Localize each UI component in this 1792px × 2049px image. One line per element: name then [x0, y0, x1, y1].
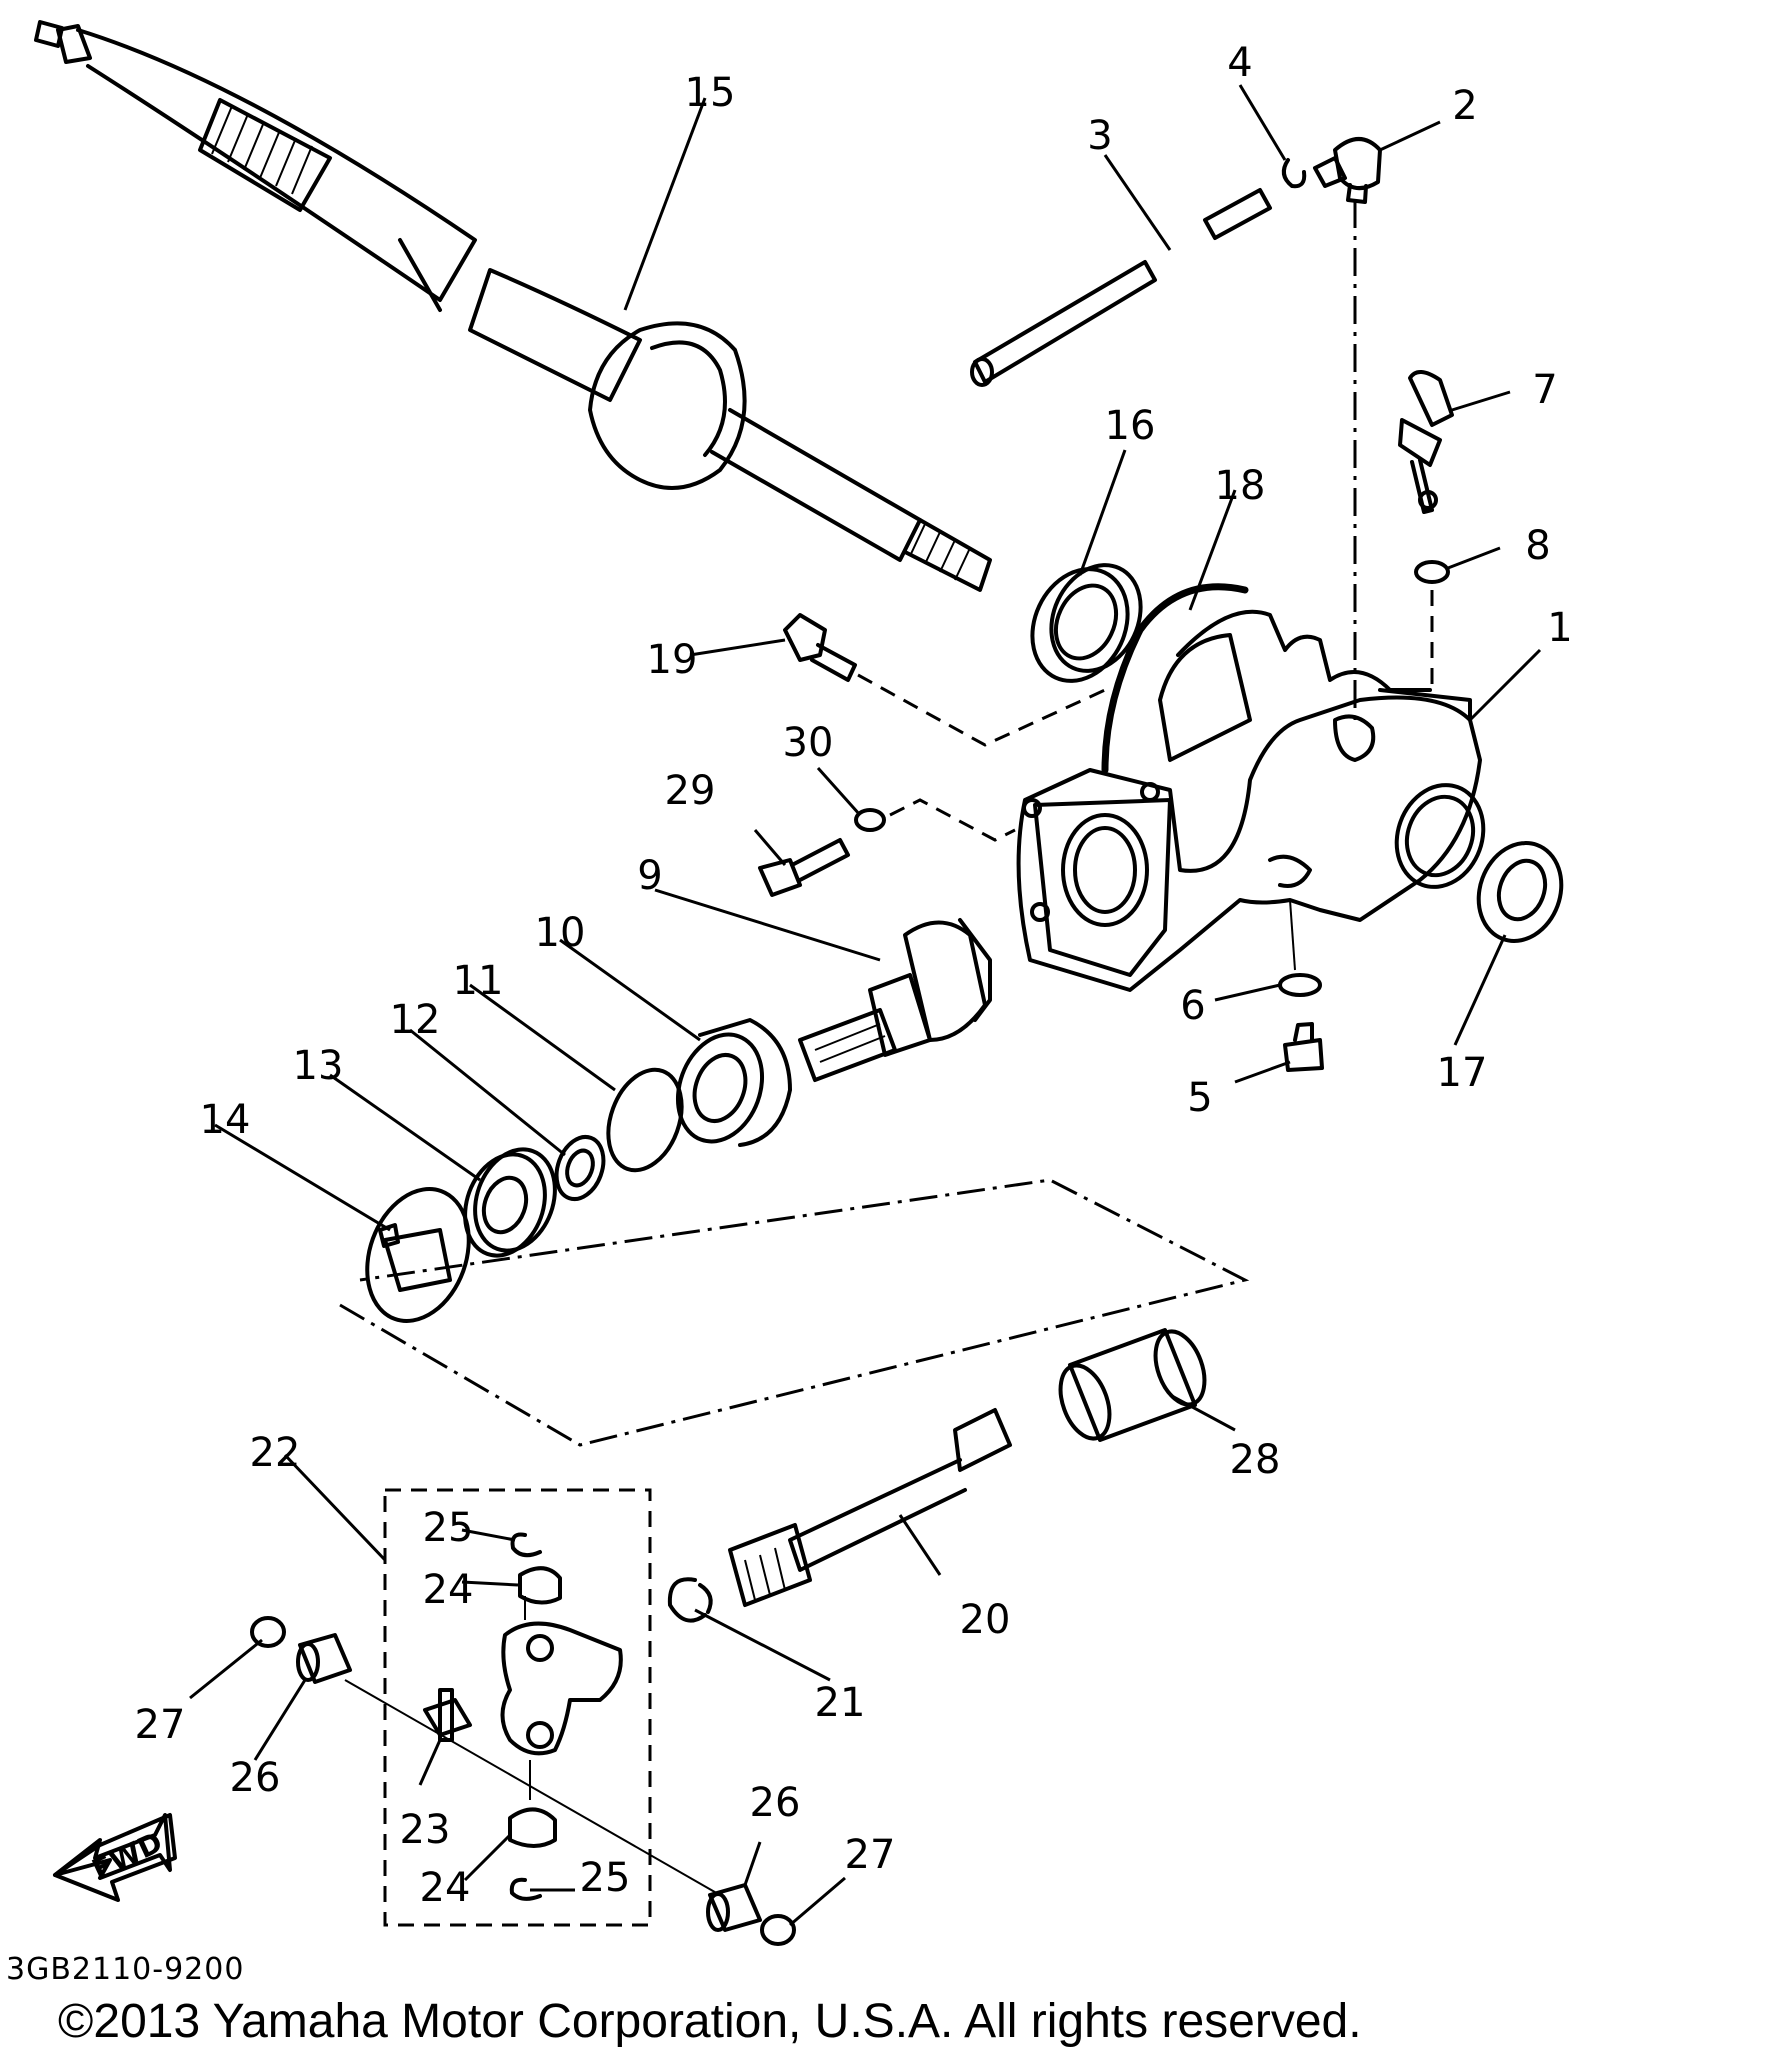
callout-13: 13 — [293, 1043, 344, 1089]
breather-hose-3 — [970, 188, 1272, 387]
diagram-code: 3GB2110-9200 — [6, 1952, 245, 1987]
circlip-25-bottom — [509, 1877, 542, 1901]
bearing-cup-24-top — [518, 1566, 562, 1605]
o-ring-8 — [1414, 560, 1450, 584]
drive-shaft-20 — [728, 1408, 1012, 1607]
callout-15: 15 — [685, 70, 736, 116]
bearing-13 — [463, 1147, 557, 1258]
pinion-gear-9 — [798, 918, 992, 1082]
callout-6: 6 — [1180, 983, 1205, 1029]
callout-labels: 1 2 3 4 5 6 7 8 9 10 11 12 13 14 15 16 1… — [135, 40, 1573, 1911]
callout-22: 22 — [250, 1430, 301, 1476]
washer-30 — [854, 808, 886, 832]
o-ring-11 — [606, 1067, 684, 1173]
callout-25-bottom: 25 — [580, 1855, 631, 1901]
circlip-25-top — [510, 1532, 542, 1558]
oil-seal-16 — [1030, 563, 1143, 683]
drain-plug-5 — [1283, 1022, 1324, 1072]
callout-28: 28 — [1230, 1437, 1281, 1483]
bolt-29 — [758, 838, 850, 897]
bearing-12 — [554, 1135, 606, 1201]
bearing-retainer-14 — [365, 1187, 471, 1323]
assembly-outline — [339, 1178, 1250, 1447]
callout-30: 30 — [783, 720, 834, 766]
callout-7: 7 — [1532, 367, 1557, 413]
callout-21: 21 — [815, 1680, 866, 1726]
bearing-cup-26-left — [296, 1633, 352, 1684]
circlip-27-left — [250, 1616, 286, 1648]
callout-27-right: 27 — [845, 1832, 896, 1878]
callout-29: 29 — [665, 768, 716, 814]
callout-17: 17 — [1437, 1050, 1488, 1096]
callout-19: 19 — [647, 637, 698, 683]
leader-lines — [189, 84, 1542, 1927]
callout-5: 5 — [1187, 1075, 1212, 1121]
callout-4: 4 — [1227, 40, 1252, 86]
callout-9: 9 — [637, 853, 662, 899]
assembly-line-30 — [889, 798, 1016, 842]
yoke — [500, 1621, 623, 1756]
callout-10: 10 — [535, 910, 586, 956]
oil-filler-plug-7 — [1398, 370, 1454, 514]
callout-25-top: 25 — [423, 1505, 474, 1551]
assembly-line-19 — [857, 673, 1106, 747]
callout-20: 20 — [960, 1597, 1011, 1643]
callout-14: 14 — [200, 1097, 251, 1143]
circlip-21 — [667, 1577, 713, 1623]
circlip-27-right — [760, 1914, 796, 1946]
gasket-6 — [1278, 973, 1322, 997]
gasket-18 — [1101, 583, 1249, 774]
callout-3: 3 — [1087, 113, 1112, 159]
assembly-line-6 — [1289, 899, 1296, 971]
callout-1: 1 — [1547, 605, 1572, 651]
callout-24-top: 24 — [423, 1567, 474, 1613]
fwd-arrow-icon: FWD — [53, 1813, 177, 1902]
callout-12: 12 — [390, 997, 441, 1043]
spider-23 — [423, 1688, 472, 1742]
final-gear-case-1 — [1016, 609, 1486, 992]
copyright-notice: ©2013 Yamaha Motor Corporation, U.S.A. A… — [58, 1995, 1362, 2048]
axle-shaft-15 — [34, 20, 992, 592]
assembly-line-26 — [344, 1679, 721, 1896]
bearing-housing-10 — [675, 1018, 792, 1147]
bolt-19 — [783, 613, 857, 682]
callout-24-bottom: 24 — [420, 1865, 471, 1911]
callout-18: 18 — [1215, 463, 1266, 509]
callout-8: 8 — [1525, 523, 1550, 569]
coupling-28 — [1058, 1328, 1207, 1442]
callout-26-left: 26 — [230, 1755, 281, 1801]
assembly-line-24 — [524, 1596, 531, 1800]
callout-23: 23 — [400, 1807, 451, 1853]
callout-11: 11 — [453, 958, 504, 1004]
callout-26-right: 26 — [750, 1780, 801, 1826]
callout-16: 16 — [1105, 403, 1156, 449]
callout-2: 2 — [1452, 83, 1477, 129]
union-bolt-2 — [1313, 137, 1382, 204]
clip-4 — [1281, 158, 1307, 189]
callout-27-left: 27 — [135, 1702, 186, 1748]
bearing-cup-24-bottom — [508, 1807, 557, 1848]
universal-joint-kit-22 — [383, 1488, 652, 1927]
